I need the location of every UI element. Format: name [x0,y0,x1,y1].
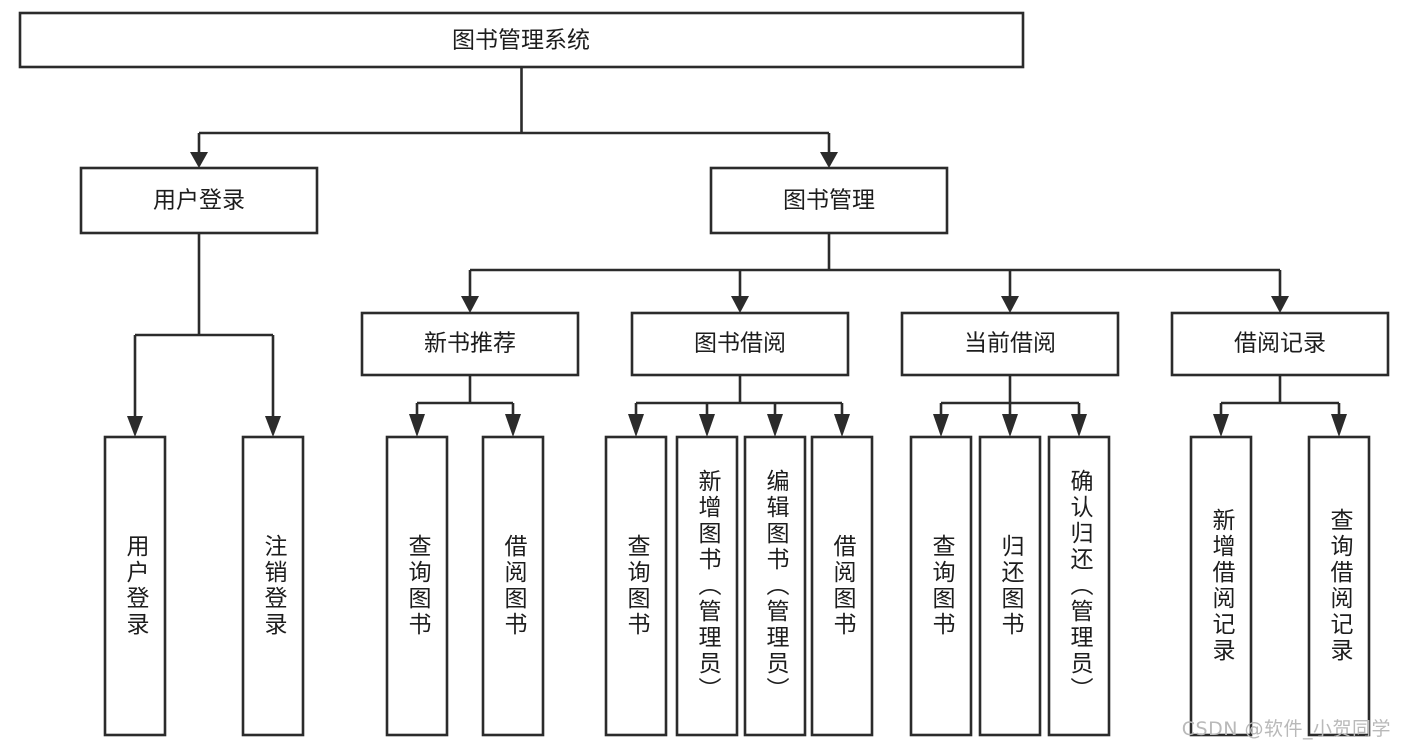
arrow-head-br-leaf1 [1213,414,1229,437]
leaf-cb-query-book-label: 查询图书 [928,534,956,638]
arrow-head-bb-leaf3 [767,414,783,437]
leaf-user-login-box[interactable] [103,435,167,737]
arrow-head-bb-leaf1 [628,414,644,437]
leaf-cb-return-book-box[interactable] [978,435,1042,737]
node-user-login-label: 用户登录 [153,188,245,214]
node-book-manage-box[interactable] [709,166,949,235]
leaf-nb-borrow-book[interactable]: 借阅图书 [481,435,545,737]
arrow-head-user-login [190,152,208,168]
node-root[interactable]: 图书管理系统 [18,11,1025,69]
leaf-bb-add-book-box[interactable] [675,435,739,737]
leaf-cb-confirm-return-label: 确认归还（管理员） [1066,469,1094,703]
leaf-nb-query-book[interactable]: 查询图书 [385,435,449,737]
leaf-bb-borrow-book-box[interactable] [810,435,874,737]
arrow-head-cb-leaf3 [1071,414,1087,437]
leaf-cb-confirm-return[interactable]: 确认归还（管理员） [1047,435,1111,737]
leaf-bb-borrow-book-label: 借阅图书 [829,534,857,638]
arrow-head-current-borrow [1001,296,1019,313]
leaf-user-login[interactable]: 用户登录 [103,435,167,737]
arrow-head-br-leaf2 [1331,414,1347,437]
node-new-book-recommend[interactable]: 新书推荐 [360,311,580,377]
arrow-head-nb-leaf1 [409,414,425,437]
leaf-user-login-label: 用户登录 [122,534,150,638]
leaf-nb-borrow-book-box[interactable] [481,435,545,737]
arrow-head-book-manage [820,152,838,168]
node-book-manage[interactable]: 图书管理 [709,166,949,235]
node-root-box[interactable] [18,11,1025,69]
leaf-br-add-record-label: 新增借阅记录 [1208,508,1236,664]
leaf-bb-add-book-label: 新增图书（管理员） [694,469,722,703]
leaf-cb-return-book[interactable]: 归还图书 [978,435,1042,737]
node-book-manage-label: 图书管理 [783,188,875,214]
arrow-head-new-book [461,296,479,313]
leaf-nb-query-book-box[interactable] [385,435,449,737]
leaf-br-add-record[interactable]: 新增借阅记录 [1189,435,1253,737]
leaf-bb-borrow-book[interactable]: 借阅图书 [810,435,874,737]
node-borrow-records-box[interactable] [1170,311,1390,377]
node-current-borrow[interactable]: 当前借阅 [900,311,1120,377]
node-user-login[interactable]: 用户登录 [79,166,319,235]
leaf-bb-query-book[interactable]: 查询图书 [604,435,668,737]
leaf-logout-label: 注销登录 [260,534,288,638]
node-borrow-records-label: 借阅记录 [1234,331,1326,357]
leaf-bb-edit-book-label: 编辑图书（管理员） [762,469,790,703]
leaf-nb-query-book-label: 查询图书 [404,534,432,638]
leaf-bb-query-book-box[interactable] [604,435,668,737]
leaf-cb-query-book-box[interactable] [909,435,973,737]
leaf-logout[interactable]: 注销登录 [241,435,305,737]
leaf-bb-edit-book[interactable]: 编辑图书（管理员） [743,435,807,737]
leaf-nb-borrow-book-label: 借阅图书 [500,534,528,638]
arrow-head-cb-leaf2 [1002,414,1018,437]
connector-layer [127,67,1347,437]
leaf-cb-query-book[interactable]: 查询图书 [909,435,973,737]
leaf-bb-query-book-label: 查询图书 [623,534,651,638]
arrow-head-nb-leaf2 [505,414,521,437]
leaf-logout-box[interactable] [241,435,305,737]
leaf-br-query-record-box[interactable] [1307,435,1371,737]
node-book-borrow-box[interactable] [630,311,850,377]
arrow-head-cb-leaf1 [933,414,949,437]
leaf-cb-confirm-return-box[interactable] [1047,435,1111,737]
arrow-head-bb-leaf4 [834,414,850,437]
arrow-head-book-borrow [731,296,749,313]
node-root-label: 图书管理系统 [452,28,590,54]
arrow-head-leaf-logout [265,416,281,437]
node-borrow-records[interactable]: 借阅记录 [1170,311,1390,377]
node-new-book-recommend-label: 新书推荐 [424,331,516,357]
leaf-cb-return-book-label: 归还图书 [997,534,1025,638]
node-new-book-recommend-box[interactable] [360,311,580,377]
arrow-head-borrow-records [1271,296,1289,313]
leaf-bb-add-book[interactable]: 新增图书（管理员） [675,435,739,737]
node-book-borrow-label: 图书借阅 [694,331,786,357]
leaf-bb-edit-book-box[interactable] [743,435,807,737]
node-user-login-box[interactable] [79,166,319,235]
leaf-br-add-record-box[interactable] [1189,435,1253,737]
arrow-head-leaf-user-login [127,416,143,437]
arrow-head-bb-leaf2 [699,414,715,437]
node-current-borrow-label: 当前借阅 [964,331,1056,357]
node-current-borrow-box[interactable] [900,311,1120,377]
leaf-br-query-record-label: 查询借阅记录 [1326,508,1354,664]
leaf-br-query-record[interactable]: 查询借阅记录 [1307,435,1371,737]
node-book-borrow[interactable]: 图书借阅 [630,311,850,377]
